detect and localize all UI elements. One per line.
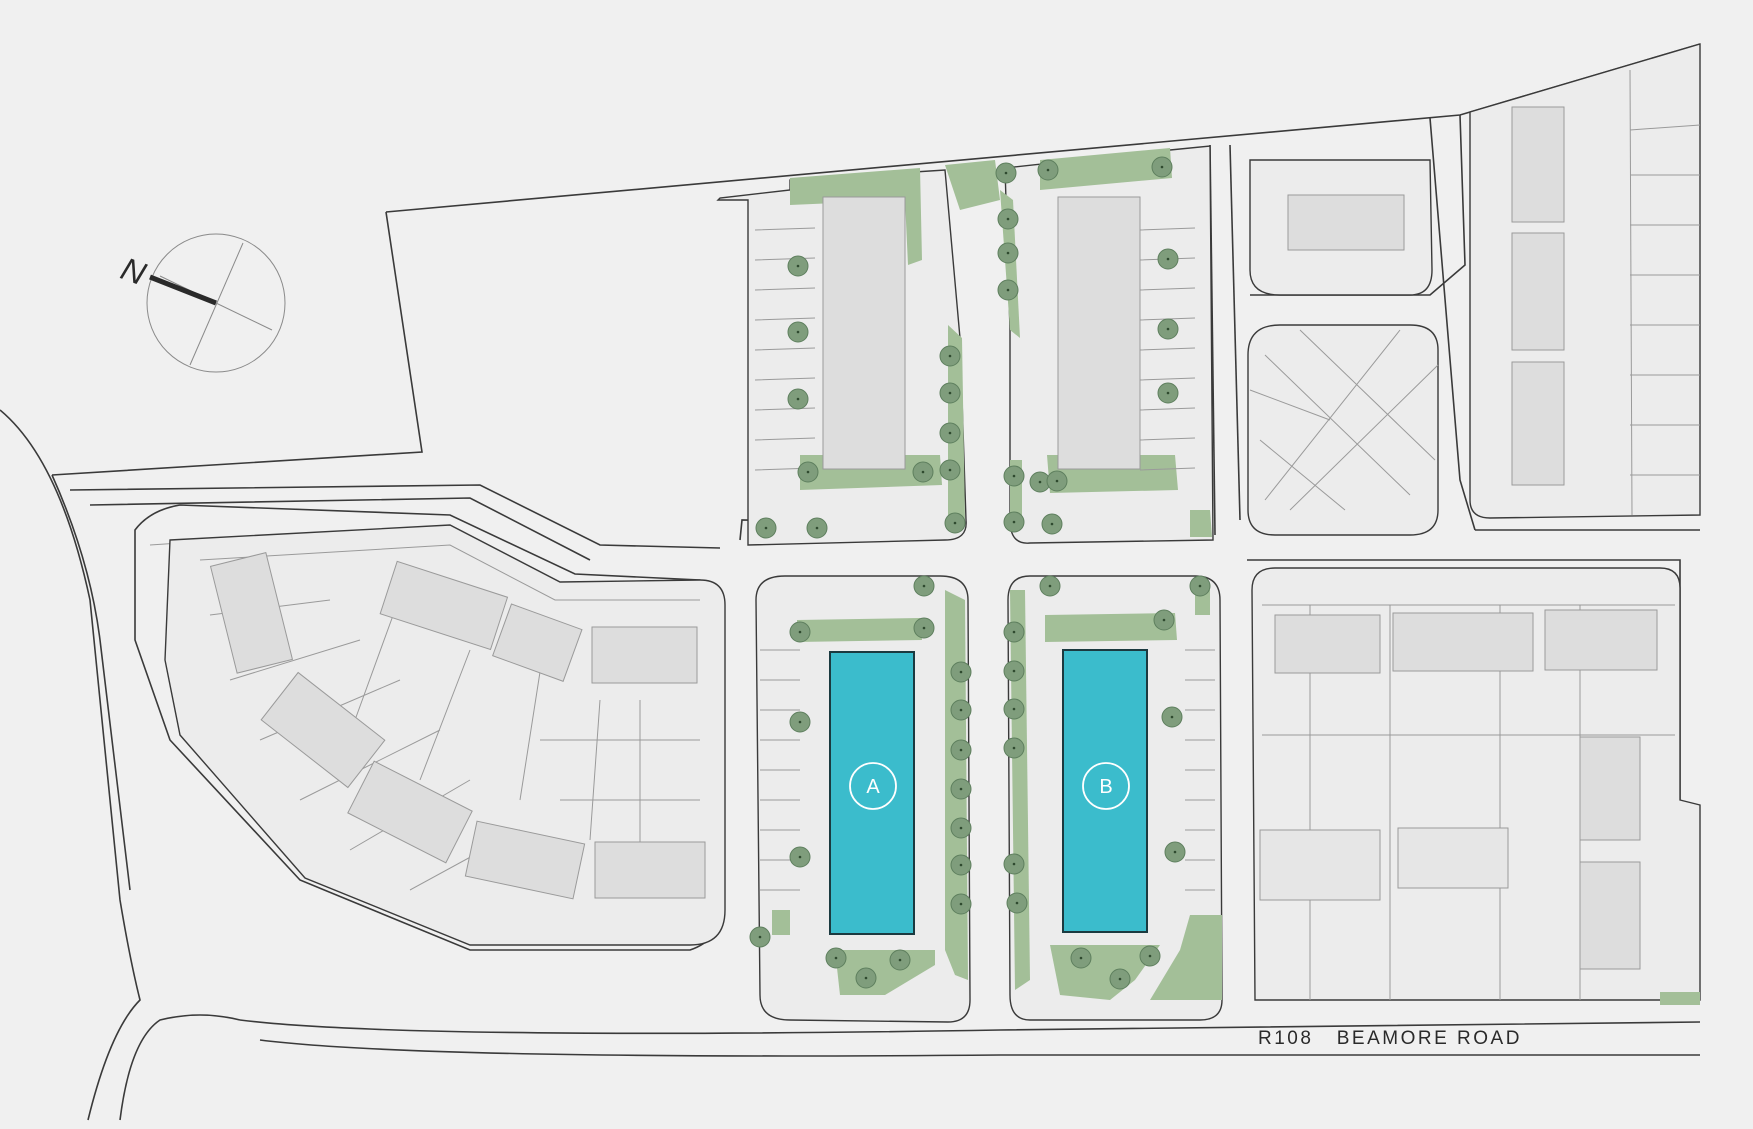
tree-trunk-dot [1162,618,1166,622]
highlighted-blocks: A B [829,649,1148,935]
building-far-east-1 [1511,106,1565,223]
tree-trunk-dot [1048,584,1052,588]
tree-trunk-dot [948,431,952,435]
building-west-1 [591,626,698,684]
tree-trunk-dot [1012,746,1016,750]
building-far-east-2 [1511,232,1565,351]
tree-trunk-dot [758,935,762,939]
tree-trunk-dot [1006,217,1010,221]
building-west-8 [464,820,586,900]
tree-trunk-dot [1012,862,1016,866]
building-south-east-2 [1392,612,1534,672]
tree-trunk-dot [796,397,800,401]
tree-trunk-dot [1004,171,1008,175]
tree-trunk-dot [1012,474,1016,478]
tree-trunk-dot [1118,977,1122,981]
building-south-east-5 [1579,861,1641,970]
block-a-label: A [866,776,880,798]
tree-trunk-dot [959,670,963,674]
building-west-6 [260,671,386,789]
tree-trunk-dot [921,470,925,474]
block-b-label: B [1099,776,1112,798]
tree-trunk-dot [959,902,963,906]
tree-trunk-dot [922,626,926,630]
block-b-marker [1082,762,1130,810]
north-arrow-icon [149,274,217,306]
tree-trunk-dot [1170,715,1174,719]
tree-trunk-dot [953,521,957,525]
building-south-east-3 [1544,609,1658,671]
tree-trunk-dot [796,264,800,268]
tree-trunk-dot [1160,165,1164,169]
tree-trunk-dot [1012,707,1016,711]
tree-trunk-dot [1166,327,1170,331]
tree-trunk-dot [1012,520,1016,524]
north-compass: N [116,233,286,373]
trees [749,156,1211,990]
building-west-2 [594,841,706,899]
tree-trunk-dot [798,720,802,724]
tree-trunk-dot [1079,956,1083,960]
tree-trunk-dot [1015,901,1019,905]
tree-trunk-dot [796,330,800,334]
tree-trunk-dot [898,958,902,962]
tree-trunk-dot [959,748,963,752]
tree-trunk-dot [806,470,810,474]
building-west-7 [347,760,473,864]
tree-trunk-dot [764,526,768,530]
building-west-4 [379,560,509,651]
plot-west [164,524,726,946]
block-a-footprint[interactable] [829,651,915,935]
building-far-east-3 [1511,361,1565,486]
tree-trunk-dot [948,391,952,395]
building-south-east-4 [1579,736,1641,841]
tree-trunk-dot [948,468,952,472]
block-b-footprint[interactable] [1062,649,1148,933]
green-spaces [772,148,1700,1005]
building-south-east-1 [1274,614,1381,674]
tree-trunk-dot [959,826,963,830]
tree-trunk-dot [1148,954,1152,958]
tree-trunk-dot [1006,288,1010,292]
tree-trunk-dot [1166,391,1170,395]
tree-trunk-dot [1046,168,1050,172]
buildings [209,106,1658,970]
tree-trunk-dot [1173,850,1177,854]
tree-trunk-dot [948,354,952,358]
tree-trunk-dot [1012,669,1016,673]
tree-trunk-dot [798,630,802,634]
building-west-3 [209,552,294,674]
building-north-east [1057,196,1141,470]
compass-north-label: N [116,250,151,292]
tree-trunk-dot [1166,257,1170,261]
block-a-marker [849,762,897,810]
tree-trunk-dot [959,787,963,791]
tree-trunk-dot [1198,584,1202,588]
tree-trunk-dot [1012,630,1016,634]
tree-trunk-dot [815,526,819,530]
tree-trunk-dot [1055,479,1059,483]
plot-far-east [1469,43,1701,519]
tree-trunk-dot [1006,251,1010,255]
building-south-east-7 [1397,827,1509,889]
tree-trunk-dot [798,855,802,859]
tree-trunk-dot [959,708,963,712]
tree-trunk-dot [959,863,963,867]
building-south-east-6 [1259,829,1381,901]
building-east-top [1287,194,1405,251]
tree-trunk-dot [922,584,926,588]
tree-trunk-dot [864,976,868,980]
tree-trunk-dot [1038,480,1042,484]
building-north-west [822,196,906,470]
building-west-5 [492,603,583,682]
tree-trunk-dot [834,956,838,960]
road-label-beamore: R108 BEAMORE ROAD [1258,1028,1522,1049]
tree-trunk-dot [1050,522,1054,526]
